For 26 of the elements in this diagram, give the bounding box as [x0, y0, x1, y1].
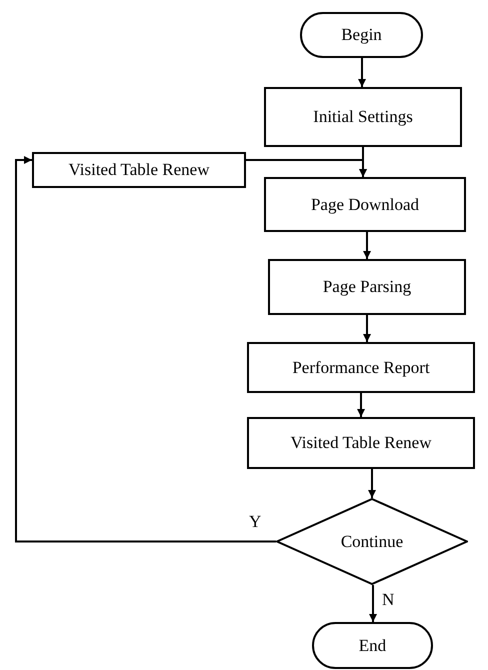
- arrow: [357, 393, 366, 417]
- arrow: [358, 58, 366, 87]
- arrow: [363, 315, 372, 342]
- arrow: [363, 232, 372, 259]
- arrow: [246, 159, 368, 177]
- node-label: Begin: [341, 25, 382, 45]
- process-box: [32, 152, 246, 188]
- terminal-shape: [312, 622, 433, 669]
- process-box: [264, 87, 462, 147]
- node-label: Visited Table Renew: [68, 160, 210, 180]
- node-label: Performance Report: [292, 358, 430, 378]
- arrow: [369, 585, 378, 622]
- terminal-shape: [300, 12, 423, 58]
- process-box: [264, 177, 466, 232]
- node-label: Page Parsing: [322, 277, 412, 297]
- node-label: Initial Settings: [313, 107, 413, 127]
- arrow: [368, 469, 376, 498]
- process-box: [247, 342, 475, 393]
- process-box: [268, 259, 466, 315]
- node-label: Page Download: [310, 194, 420, 214]
- arrow: [15, 156, 276, 542]
- node-label: Continue: [340, 532, 404, 552]
- node-label: Visited Table Renew: [290, 433, 432, 453]
- node-label: End: [358, 636, 386, 656]
- decision-diamond: [276, 498, 468, 585]
- process-box: [247, 417, 475, 469]
